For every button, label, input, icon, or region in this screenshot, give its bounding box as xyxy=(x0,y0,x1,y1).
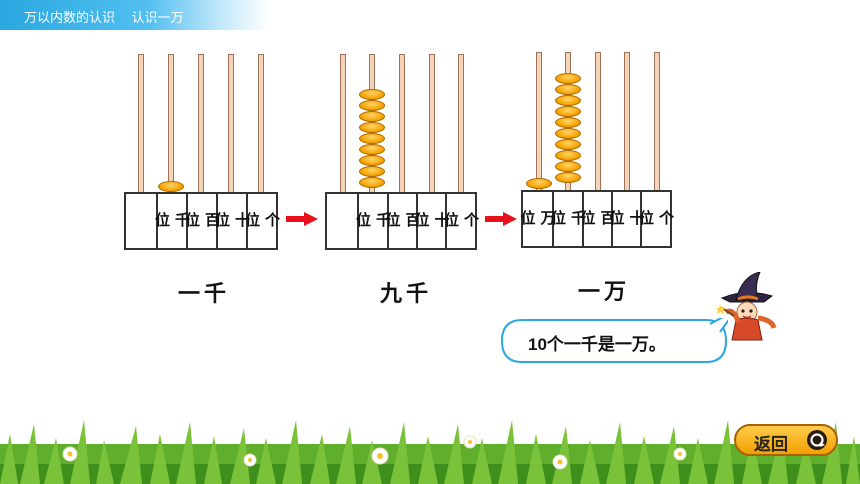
place-cell-hundreds: 百 位 xyxy=(384,194,422,248)
place-cell-ones: 个 位 xyxy=(243,212,281,230)
abacus-bead xyxy=(555,84,581,95)
speech-bubble xyxy=(500,318,728,363)
abacus-bead xyxy=(555,172,581,183)
abacus-base: 千 位 百 位 十 位 个 位 xyxy=(124,192,281,250)
caption-nine-thousand: 九千 xyxy=(380,281,433,307)
abacus-rod xyxy=(340,54,346,194)
abacus-bead xyxy=(555,117,581,128)
place-cell-ones: 个 位 xyxy=(637,210,675,228)
back-button-label: 返回 xyxy=(754,435,788,455)
abacus-bead xyxy=(359,166,385,177)
abacus-rod xyxy=(654,52,660,192)
place-cell-tens: 十 位 xyxy=(413,194,451,248)
back-button[interactable]: 返回 xyxy=(734,424,838,456)
abacus-rod xyxy=(595,52,601,192)
place-cell-thousands: 千 位 xyxy=(153,194,191,248)
place-cell-hundreds: 百 位 xyxy=(183,194,221,248)
place-cell-tens: 十 位 xyxy=(608,192,646,246)
abacus-rod xyxy=(168,54,174,194)
abacus-rod xyxy=(429,54,435,194)
abacus-bead xyxy=(555,150,581,161)
abacus-rod xyxy=(458,54,464,194)
abacus-rod xyxy=(198,54,204,194)
abacus-bead xyxy=(555,139,581,150)
place-cell-hundreds: 百 位 xyxy=(579,192,617,246)
abacus-rod xyxy=(228,54,234,194)
speech-text: 10个一千是一万。 xyxy=(528,335,666,354)
abacus-bead xyxy=(359,111,385,122)
abacus-base: 千 位 百 位 十 位 个 位 xyxy=(325,192,480,250)
refresh-icon xyxy=(807,430,827,450)
abacus-rod xyxy=(624,52,630,192)
header-bar: 万以内数的认识 认识一万 xyxy=(0,0,270,30)
grass-decoration xyxy=(0,420,860,484)
abacus-bead xyxy=(359,122,385,133)
red-arrow-icon xyxy=(286,212,318,226)
abacus-rod xyxy=(258,54,264,194)
abacus-bead xyxy=(555,128,581,139)
place-cell-blank xyxy=(126,194,158,248)
abacus-bead xyxy=(359,144,385,155)
abacus-rod xyxy=(138,54,144,194)
abacus-bead xyxy=(555,73,581,84)
abacus-bead xyxy=(359,133,385,144)
abacus-bead xyxy=(555,95,581,106)
abacus-rod xyxy=(399,54,405,194)
abacus-bead xyxy=(158,181,184,192)
red-arrow-icon xyxy=(485,212,517,226)
abacus-bead xyxy=(359,89,385,100)
page-title: 万以内数的认识 认识一万 xyxy=(24,11,184,26)
place-cell-tens: 十 位 xyxy=(213,194,251,248)
caption-thousand: 一千 xyxy=(178,281,231,307)
place-cell-thousands: 千 位 xyxy=(354,194,392,248)
abacus-bead xyxy=(359,100,385,111)
abacus-bead xyxy=(555,161,581,172)
wizard-icon xyxy=(716,272,777,341)
place-cell-ten-thousands: 万 位 xyxy=(519,192,557,246)
abacus-bead xyxy=(359,177,385,188)
abacus-bead xyxy=(359,155,385,166)
place-cell-ones: 个 位 xyxy=(442,212,480,230)
place-cell-blank xyxy=(327,194,359,248)
abacus-bead xyxy=(555,106,581,117)
abacus-base: 万 位 千 位 百 位 十 位 个 位 xyxy=(519,190,675,248)
abacus-rod xyxy=(536,52,542,192)
abacus-bead xyxy=(526,178,552,189)
place-cell-thousands: 千 位 xyxy=(549,192,587,246)
caption-ten-thousand: 一万 xyxy=(578,279,631,305)
